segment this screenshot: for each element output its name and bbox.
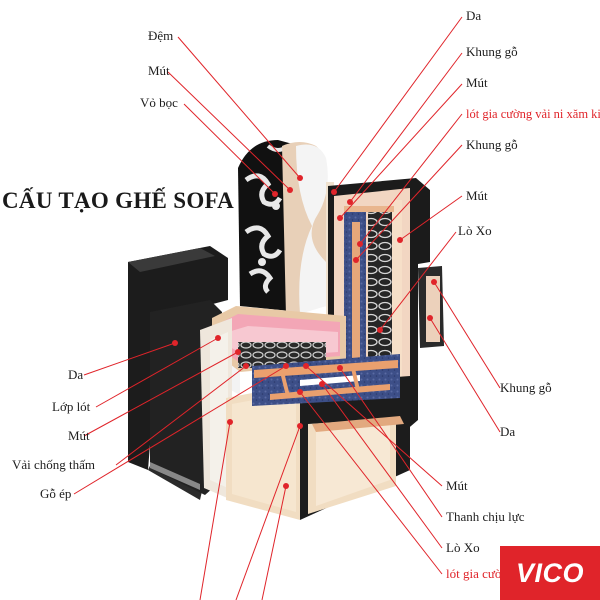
leader-line-vo-boc	[183, 103, 276, 195]
label-mut-left: Mút	[68, 428, 90, 443]
leader-dot-lot-gc-b	[297, 389, 303, 395]
leader-dot-extra-1	[227, 419, 233, 425]
label-khung-go-1: Khung gỗ	[466, 44, 518, 59]
leader-line-da-l	[83, 342, 176, 376]
leader-line-lot-gc-top	[359, 113, 463, 245]
brand-name: VICO	[515, 557, 584, 588]
leader-line-mut-r2	[399, 195, 463, 241]
seat-support-frame	[252, 354, 400, 406]
leader-line-mut-b	[305, 365, 443, 487]
leader-dot-lot-gc-top	[357, 241, 363, 247]
leader-line-go-ep	[73, 365, 287, 495]
leader-line-mut-tl	[167, 71, 291, 191]
label-vo-boc: Vỏ bọc	[140, 95, 178, 110]
back-frame	[328, 178, 430, 432]
leader-dot-dem	[297, 175, 303, 181]
leader-line-mut-r1	[339, 83, 463, 219]
leader-line-khung-go-side	[433, 281, 501, 389]
label-lot-gia-cuong-bottom: lót gia cường	[446, 566, 515, 581]
label-lop-lot: Lớp lót	[52, 399, 91, 414]
leader-dot-khung-go-2	[353, 257, 359, 263]
leader-dot-da-side	[427, 315, 433, 321]
back-foam	[282, 142, 334, 320]
leader-dot-da-l	[172, 340, 178, 346]
leader-dot-khung-go-1	[347, 199, 353, 205]
label-mut-right-1: Mút	[466, 75, 488, 90]
leader-dot-vo-boc	[272, 191, 278, 197]
leader-dot-da-rt	[331, 189, 337, 195]
label-lo-xo-right: Lò Xo	[458, 223, 492, 238]
right-arm-block	[418, 266, 444, 348]
label-khung-go-side: Khung gỗ	[500, 380, 552, 395]
leader-dot-extra-2	[297, 423, 303, 429]
label-khung-go-2: Khung gỗ	[466, 137, 518, 152]
label-lot-gia-cuong-top: lót gia cường vải ni xăm kim	[466, 107, 600, 121]
leader-dot-mut-l	[235, 349, 241, 355]
sofa-base-rail	[150, 462, 200, 490]
leader-dot-extra-3	[283, 483, 289, 489]
label-mut-top-left: Mút	[148, 63, 170, 78]
label-thanh-chiu-luc: Thanh chịu lực	[446, 509, 525, 524]
label-vai-chong-tham: Vải chống thấm	[12, 457, 96, 472]
leader-line-extra-1	[199, 421, 231, 600]
leader-dot-mut-tl	[287, 187, 293, 193]
leader-line-da-side	[429, 317, 501, 433]
label-dem: Đệm	[148, 28, 174, 43]
leader-line-lop-lot	[95, 337, 219, 408]
leader-line-khung-go-1	[349, 52, 463, 203]
leader-line-khung-go-2	[355, 144, 463, 261]
leader-line-lot-gc-b	[299, 391, 443, 575]
vico-logo: VICO	[500, 546, 600, 600]
label-mut-bottom: Mút	[446, 478, 468, 493]
leader-line-dem	[177, 36, 301, 179]
leader-dot-khung-go-side	[431, 279, 437, 285]
leader-dot-mut-b	[303, 363, 309, 369]
leader-dot-lo-xo-b	[319, 381, 325, 387]
diagram-title: CẤU TẠO GHẾ SOFA	[2, 188, 235, 213]
leader-line-vai-ct	[115, 365, 247, 466]
leader-line-lo-xo-b	[321, 383, 443, 549]
leader-line-thanh-cl	[339, 367, 443, 518]
leader-line-extra-2	[235, 425, 301, 600]
leader-line-lo-xo-r	[379, 231, 457, 331]
leader-dot-vai-ct	[243, 363, 249, 369]
leader-line-da-rt	[333, 16, 463, 193]
leader-dot-mut-r2	[397, 237, 403, 243]
leader-dot-thanh-cl	[337, 365, 343, 371]
label-go-ep: Gỗ ép	[40, 486, 72, 501]
leader-lines	[73, 16, 501, 600]
leader-dot-lo-xo-r	[377, 327, 383, 333]
leader-dot-mut-r1	[337, 215, 343, 221]
label-lo-xo-bottom: Lò Xo	[446, 540, 480, 555]
label-mut-right-2: Mút	[466, 188, 488, 203]
label-da-right-top: Da	[466, 8, 482, 23]
leader-line-extra-3	[261, 485, 287, 600]
leader-dot-go-ep	[283, 363, 289, 369]
label-da-left: Da	[68, 367, 84, 382]
leader-dot-lop-lot	[215, 335, 221, 341]
seat-base	[200, 318, 410, 520]
label-da-side: Da	[500, 424, 516, 439]
leader-line-mut-l	[83, 351, 239, 437]
